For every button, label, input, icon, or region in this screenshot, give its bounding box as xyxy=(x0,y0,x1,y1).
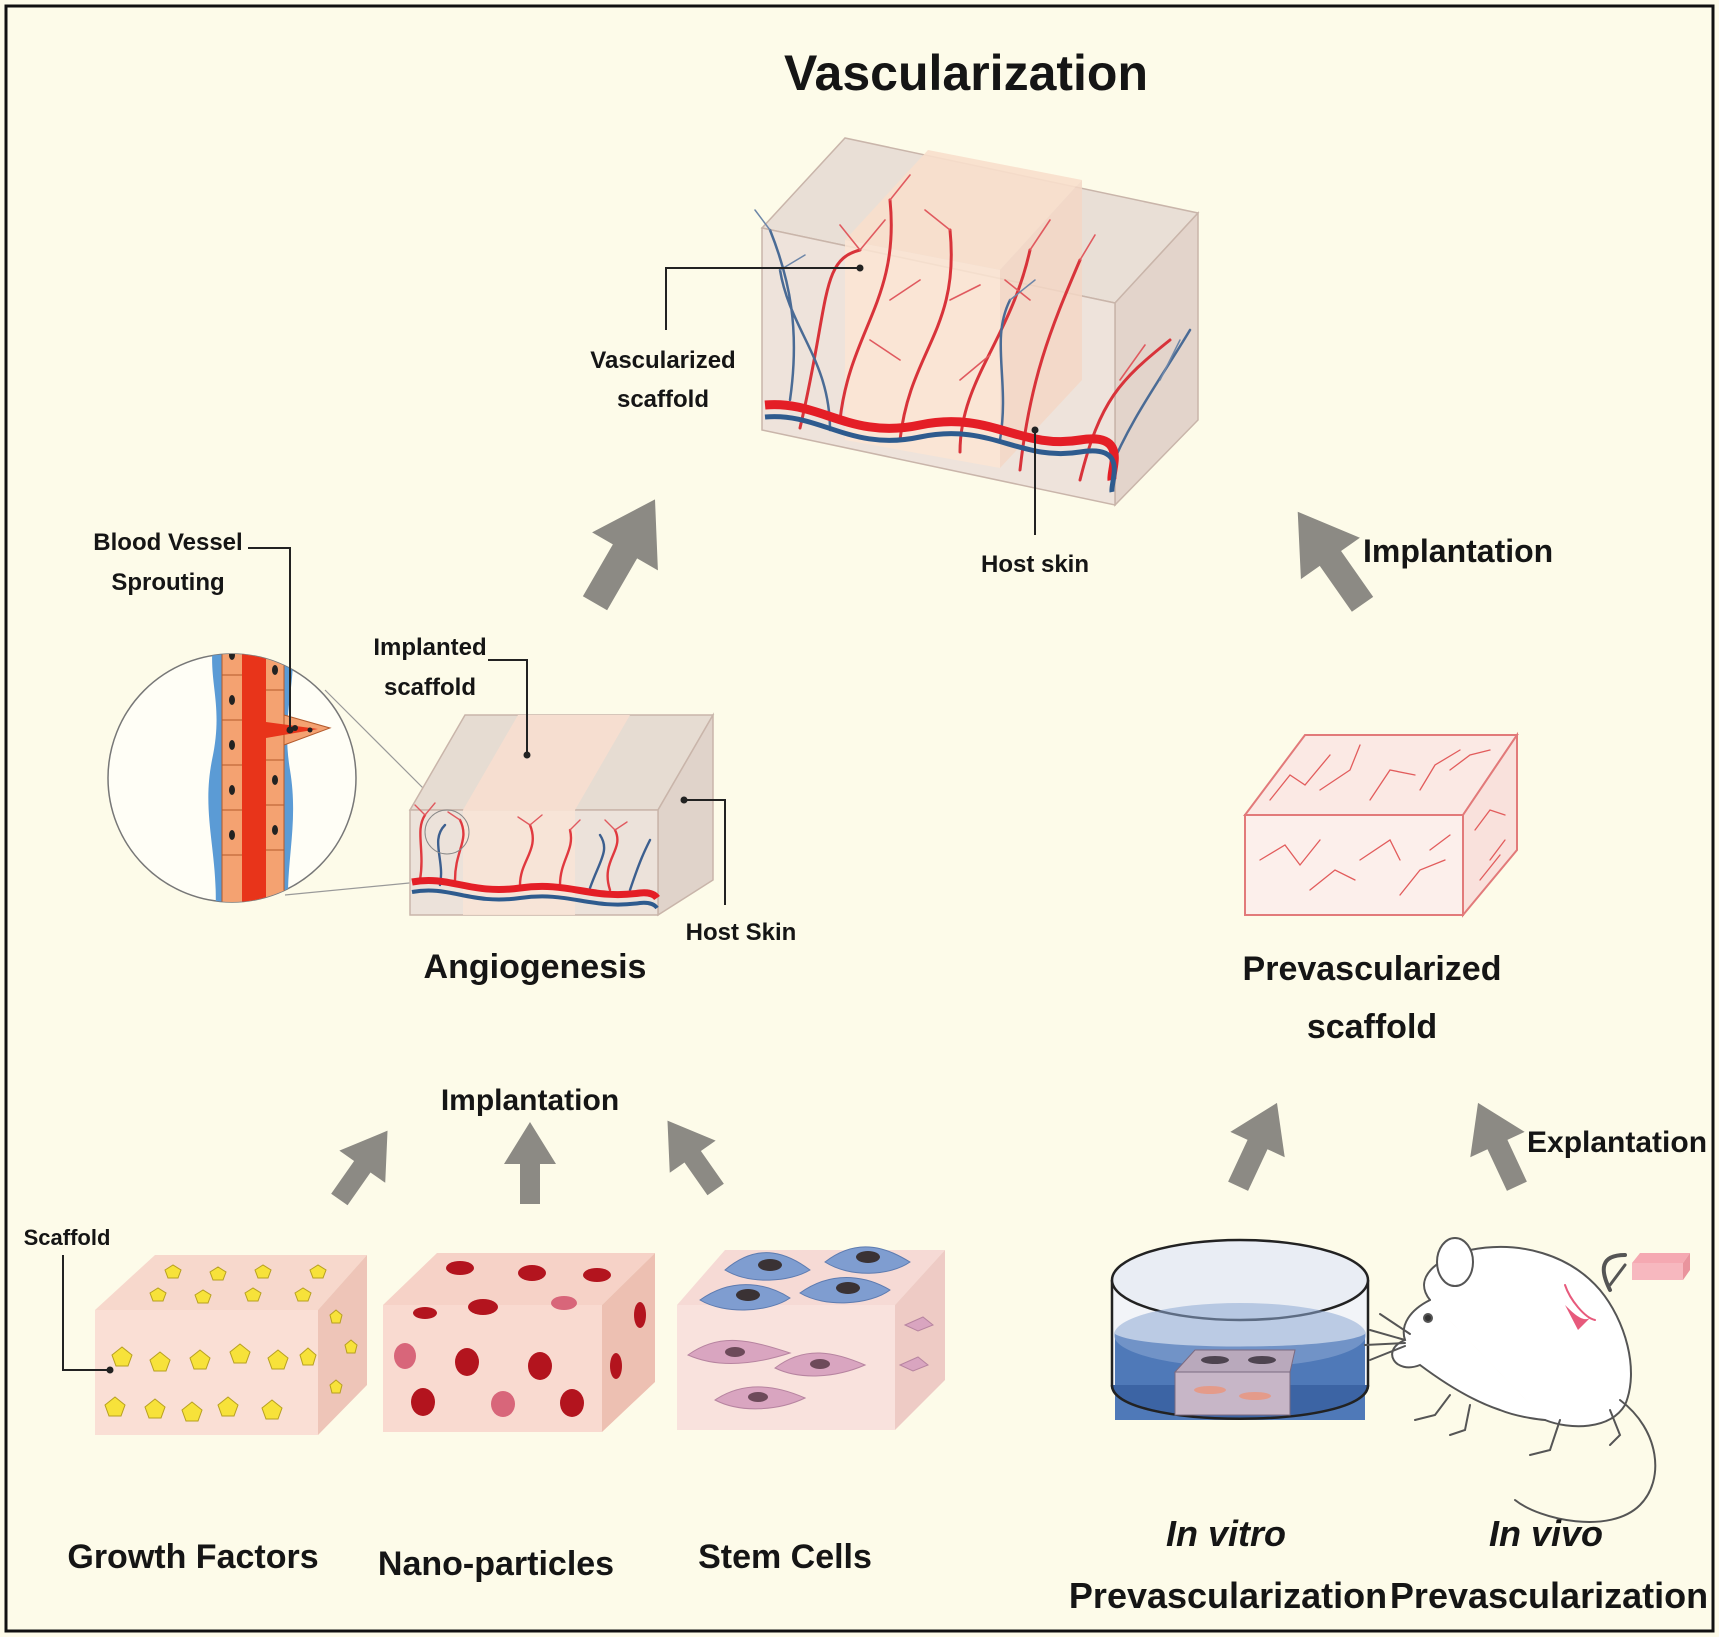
label-blood-vessel-sprouting-1: Blood Vessel xyxy=(93,529,242,556)
label-explantation: Explantation xyxy=(1527,1126,1707,1159)
nano-particles-block-icon xyxy=(383,1253,655,1432)
arrow-up-icon xyxy=(1470,1102,1527,1191)
mouse-icon xyxy=(1364,1237,1657,1523)
label-blood-vessel-sprouting-2: Sprouting xyxy=(111,569,224,596)
label-angiogenesis: Angiogenesis xyxy=(424,948,647,986)
label-in-vivo-1: In vivo xyxy=(1489,1513,1603,1554)
petri-dish-icon xyxy=(1110,1238,1370,1420)
label-scaffold: Scaffold xyxy=(24,1225,111,1250)
label-implantation-right: Implantation xyxy=(1363,533,1553,569)
title: Vascularization xyxy=(784,45,1148,101)
arrow-up-icon xyxy=(1297,511,1374,612)
leader-dot xyxy=(106,1366,114,1374)
arrow-up-icon xyxy=(667,1120,724,1196)
leader-dot xyxy=(1031,426,1039,434)
leader-line xyxy=(62,1255,110,1371)
leader-dot xyxy=(286,726,294,734)
arrow-up-icon xyxy=(331,1130,388,1206)
label-implanted-scaffold-1: Implanted xyxy=(373,634,486,661)
label-vascularized-scaffold-2: scaffold xyxy=(617,386,709,413)
leader-line xyxy=(488,659,528,755)
leader-dot xyxy=(523,751,531,759)
label-prevascularized-scaffold-2: scaffold xyxy=(1307,1008,1437,1046)
label-prevascularized-scaffold-1: Prevascularized xyxy=(1243,950,1502,988)
arrow-up-icon xyxy=(582,499,658,611)
label-implantation-bottom: Implantation xyxy=(441,1084,619,1117)
prevascularized-block-icon xyxy=(1243,731,1519,918)
outer-frame xyxy=(4,4,1715,1633)
label-vascularized-scaffold-1: Vascularized xyxy=(590,347,735,374)
label-in-vivo-2: Prevascularization xyxy=(1390,1575,1708,1616)
stem-cells-block-icon xyxy=(677,1246,945,1430)
label-host-skin-mid: Host Skin xyxy=(686,919,797,946)
label-in-vitro-2: Prevascularization xyxy=(1069,1575,1387,1616)
arrow-up-icon xyxy=(1228,1102,1285,1191)
leader-dot xyxy=(856,264,864,272)
blood-vessel-icon xyxy=(107,653,456,903)
leader-dot xyxy=(680,796,688,804)
vascularized-block-icon xyxy=(754,137,1200,507)
label-nano-particles: Nano-particles xyxy=(378,1545,614,1583)
label-host-skin-top: Host skin xyxy=(981,551,1089,578)
angiogenesis-block-icon xyxy=(408,712,715,917)
leader-line xyxy=(248,547,291,730)
label-growth-factors: Growth Factors xyxy=(67,1538,318,1576)
arrow-up-icon xyxy=(504,1122,556,1204)
label-stem-cells: Stem Cells xyxy=(698,1538,872,1576)
explant-scaffold-icon xyxy=(1632,1253,1690,1280)
label-in-vitro-1: In vitro xyxy=(1166,1513,1286,1554)
leader-line xyxy=(684,799,726,905)
label-implanted-scaffold-2: scaffold xyxy=(384,674,476,701)
leader-line xyxy=(665,267,860,330)
growth-factors-block-icon xyxy=(95,1255,367,1435)
